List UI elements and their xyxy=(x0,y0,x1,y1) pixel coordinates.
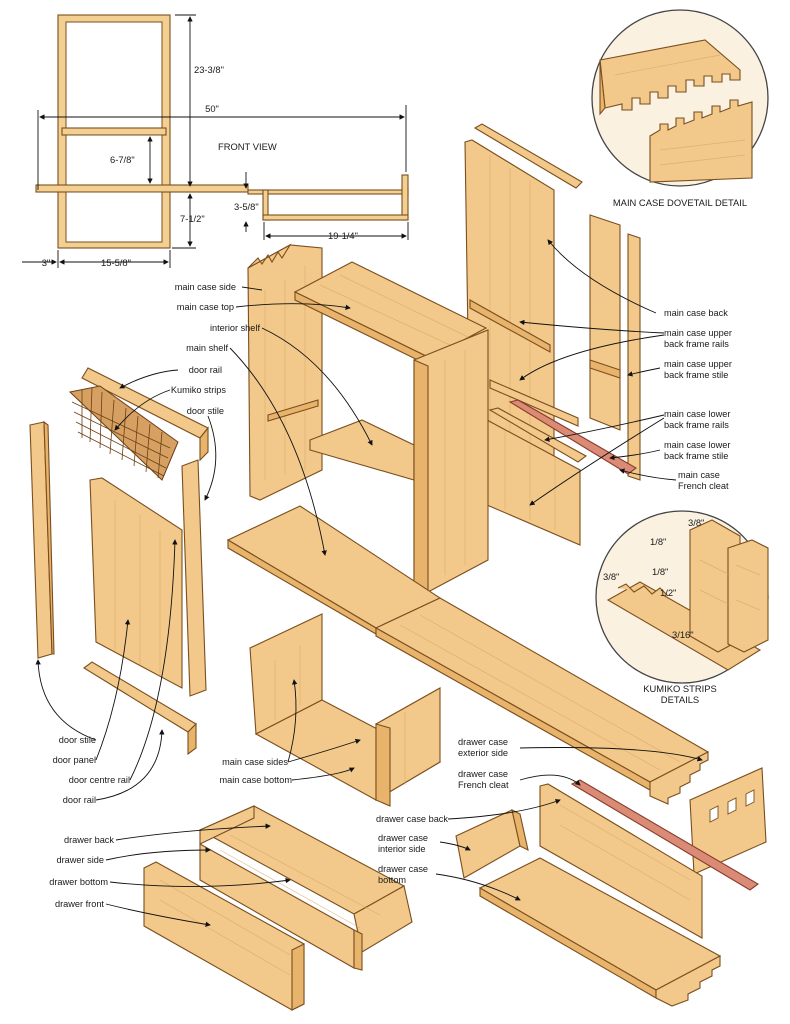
label-drawer-front: drawer front xyxy=(55,899,104,909)
kumiko-dim-6: 3/16" xyxy=(672,629,694,640)
label-main-case-bottom: main case bottom xyxy=(219,775,292,785)
label-lower-rails-1: main case lower xyxy=(664,409,730,419)
label-lower-rails-2: back frame rails xyxy=(664,420,729,430)
label-door-stile: door stile xyxy=(59,735,96,745)
label-drawer-case-interior-2: interior side xyxy=(378,844,426,854)
interior-shelf xyxy=(309,419,415,481)
kumiko-dim-1: 3/8" xyxy=(688,517,704,528)
label-drawer-side: drawer side xyxy=(57,855,105,865)
label-drawer-bottom: drawer bottom xyxy=(49,877,108,887)
label-upper-stile-1: main case upper xyxy=(664,359,732,369)
label-drawer-case-exterior-2: exterior side xyxy=(458,748,508,758)
front-view-drawer-case xyxy=(262,214,409,221)
kumiko-detail-title-1: KUMIKO STRIPS xyxy=(643,683,716,694)
label-drawer-case-cleat-1: drawer case xyxy=(458,769,508,779)
label-drawer-case-exterior-1: drawer case xyxy=(458,737,508,747)
door-stile-right xyxy=(181,459,207,697)
kumiko-dim-5: 1/2" xyxy=(660,587,676,598)
main-case-bottom-assembly xyxy=(249,613,442,807)
kumiko-detail-title-2: DETAILS xyxy=(661,694,699,705)
door-panel xyxy=(89,477,183,689)
kumiko-grid xyxy=(68,385,179,481)
dim-shelf-gap: 6-7/8" xyxy=(110,154,135,165)
label-door-rail: door rail xyxy=(63,795,96,805)
drawer-back xyxy=(199,805,255,845)
drawer-case-back xyxy=(539,783,703,939)
label-french-cleat-1: main case xyxy=(678,470,720,480)
upper-stile xyxy=(627,233,641,481)
dim-upper-height: 23-3/8" xyxy=(194,64,224,75)
label-upper-rails-2: back frame rails xyxy=(664,339,729,349)
label-main-case-back: main case back xyxy=(664,308,728,318)
leader-lines xyxy=(35,239,703,927)
dim-drawer-height: 3-5/8" xyxy=(234,201,259,212)
part-labels: main case side main case top interior sh… xyxy=(49,282,732,909)
label-door-stile-top: door stile xyxy=(187,406,224,416)
label-upper-rails-1: main case upper xyxy=(664,328,732,338)
label-french-cleat-2: French cleat xyxy=(678,481,729,491)
label-door-panel: door panel xyxy=(53,755,96,765)
dim-overall-width: 50" xyxy=(205,103,219,114)
label-drawer-case-interior-1: drawer case xyxy=(378,833,428,843)
drawer-case-assembly xyxy=(455,767,767,1007)
label-main-case-top: main case top xyxy=(177,302,234,312)
dim-stile-width: 3" xyxy=(42,257,51,268)
kumiko-dim-3: 3/8" xyxy=(603,571,619,582)
dovetail-detail: MAIN CASE DOVETAIL DETAIL xyxy=(591,9,769,208)
drawer-case-interior-side xyxy=(455,809,521,879)
label-lower-stile-1: main case lower xyxy=(664,440,730,450)
door-assembly xyxy=(29,367,209,756)
label-drawer-case-back: drawer case back xyxy=(376,814,448,824)
label-kumiko-strips: Kumiko strips xyxy=(171,385,227,395)
main-shelf-board xyxy=(226,505,710,805)
dovetail-detail-title: MAIN CASE DOVETAIL DETAIL xyxy=(613,197,747,208)
label-main-shelf: main shelf xyxy=(186,343,228,353)
lower-back-assembly xyxy=(486,399,637,546)
label-interior-shelf: interior shelf xyxy=(210,323,260,333)
dim-lower-height: 7-1/2" xyxy=(180,213,205,224)
dim-drawer-width: 19-1/4" xyxy=(328,230,358,241)
upper-stile-panel xyxy=(589,214,621,431)
kumiko-detail: 3/8" 1/8" 3/8" 1/8" 1/2" 3/16" KUMIKO ST… xyxy=(595,510,769,705)
label-main-case-sides: main case sides xyxy=(222,757,288,767)
label-main-case-side: main case side xyxy=(175,282,236,292)
label-upper-stile-2: back frame stile xyxy=(664,370,728,380)
kumiko-dim-2: 1/8" xyxy=(650,536,666,547)
label-drawer-case-bottom-2: bottom xyxy=(378,875,406,885)
label-door-rail-top: door rail xyxy=(189,365,222,375)
upper-rail-top xyxy=(473,123,583,189)
label-door-centre-rail: door centre rail xyxy=(69,775,130,785)
label-drawer-back: drawer back xyxy=(64,835,114,845)
label-drawer-case-cleat-2: French cleat xyxy=(458,780,509,790)
front-view: FRONT VIEW 50" 23-3/8" 6-7/8" 7-1/2" 3-5… xyxy=(22,14,409,268)
label-lower-stile-2: back frame stile xyxy=(664,451,728,461)
main-case-box xyxy=(247,243,489,593)
drawer-assembly xyxy=(143,805,413,1011)
kumiko-dim-4: 1/8" xyxy=(652,566,668,577)
front-view-main-shelf xyxy=(35,184,249,193)
front-view-title: FRONT VIEW xyxy=(218,141,277,152)
dim-door-width: 15-5/8" xyxy=(101,257,131,268)
label-drawer-case-bottom-1: drawer case xyxy=(378,864,428,874)
